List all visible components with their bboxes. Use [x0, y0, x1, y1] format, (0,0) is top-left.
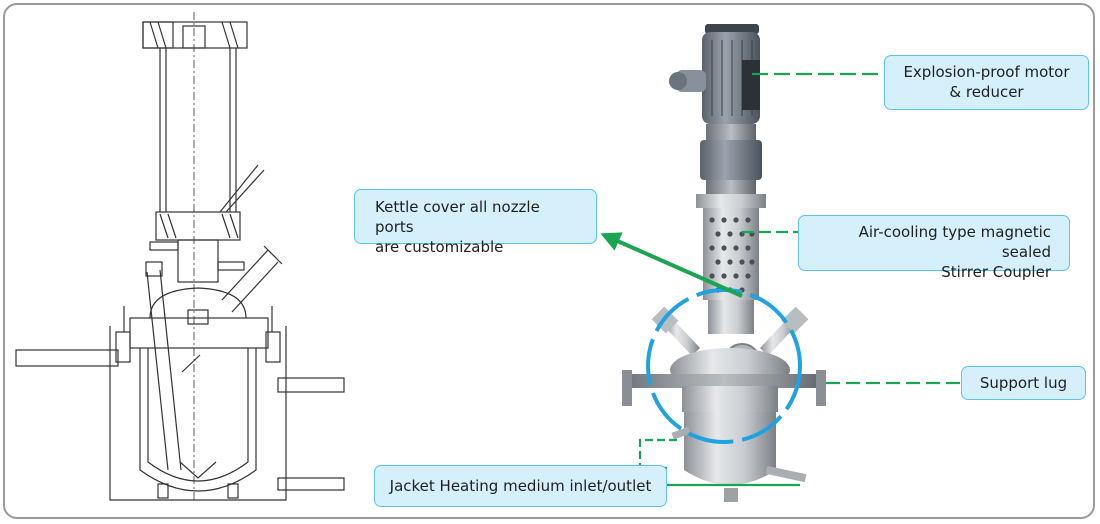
callout-jacket-line1: Jacket Heating medium inlet/outlet — [389, 477, 652, 495]
motor-cap — [705, 24, 759, 34]
jacket-body — [684, 412, 776, 485]
callout-support-lug: Support lug — [961, 366, 1086, 400]
reducer-body — [700, 140, 762, 180]
callout-cover-line1: Kettle cover all nozzle ports — [375, 198, 540, 236]
support-lug-bar — [622, 374, 826, 388]
callout-coupler-line1: Air-cooling type magnetic sealed — [858, 223, 1051, 261]
callout-motor: Explosion-proof motor & reducer — [884, 55, 1089, 110]
reactor-model — [622, 24, 826, 502]
callout-coupler-line2: Stirrer Coupler — [941, 263, 1051, 281]
callout-motor-line2: & reducer — [949, 83, 1024, 101]
leader-cover-arrow — [600, 232, 743, 298]
callout-jacket: Jacket Heating medium inlet/outlet — [374, 465, 667, 507]
callout-cover: Kettle cover all nozzle ports are custom… — [354, 189, 597, 256]
leader-jacket-inlet — [638, 438, 680, 470]
callout-lug-line1: Support lug — [979, 374, 1068, 392]
callout-motor-line1: Explosion-proof motor — [903, 63, 1070, 81]
callout-cover-line2: are customizable — [375, 238, 504, 256]
technical-drawing — [15, 12, 345, 501]
callout-coupler: Air-cooling type magnetic sealed Stirrer… — [798, 215, 1070, 281]
